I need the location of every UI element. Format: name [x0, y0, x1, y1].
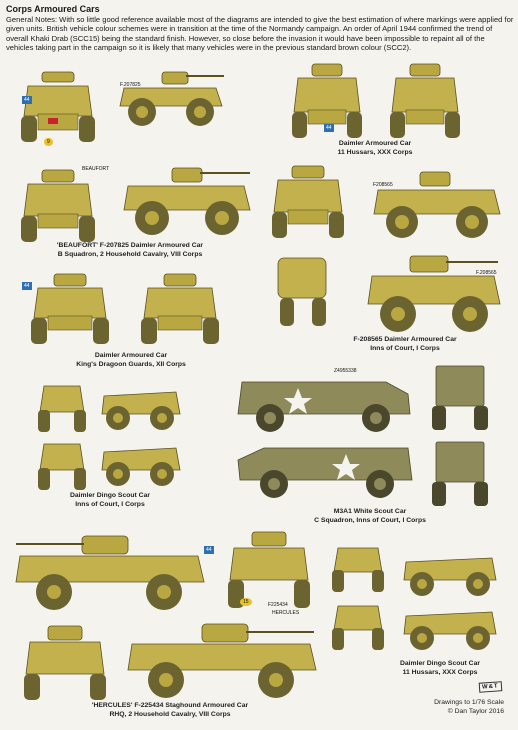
- beaufort-side-view: [123, 167, 251, 235]
- daimler-front-view-1: [21, 71, 95, 142]
- m3a1-front-view: [432, 365, 488, 430]
- m3a1-side-view-bottom: [237, 447, 413, 498]
- m3a1-rear-view: [432, 441, 488, 506]
- caption-hercules: 'HERCULES' F-225434 Staghound Armoured C…: [91, 702, 249, 718]
- m3a1-serial-marking: Z4955338: [334, 368, 357, 374]
- dingo-11h-side-view: [403, 557, 497, 596]
- bridge-class-15: 15: [240, 598, 252, 606]
- caption-dingo-ioc: Daimler Dingo Scout Car Inns of Court, I…: [69, 492, 151, 508]
- daimler-f208565-second-side-view: [277, 255, 501, 332]
- dingo-ioc-rear-view: [38, 385, 86, 432]
- daimler-rear-view-2: [390, 63, 460, 138]
- dingo-ioc-front-view: [38, 443, 86, 490]
- unit-sign-44: 44: [204, 546, 214, 554]
- beaufort-name-marking: BEAUFORT: [82, 166, 110, 172]
- caption-beaufort: 'BEAUFORT' F-207825 Daimler Armoured Car…: [56, 242, 204, 258]
- staghound-side-view-top: [15, 535, 205, 610]
- daimler-side-view-1: [119, 71, 224, 126]
- beaufort-front-view: [21, 169, 95, 242]
- hercules-name-marking: HERCULES: [272, 610, 300, 616]
- general-notes: General Notes: With so little good refer…: [6, 15, 514, 53]
- credit-block: Drawings to 1/76 Scale © Dan Taylor 2016: [434, 698, 504, 716]
- daimler-f208565-side-view: [373, 171, 501, 238]
- dingo-11h-side-view-2: [403, 611, 497, 650]
- daimler-kdg-rear-view: [31, 273, 109, 344]
- unit-sign-44: 44: [22, 282, 32, 290]
- m3a1-side-view-top: [237, 381, 411, 432]
- daimler-front-view-2: [292, 63, 362, 138]
- copyright: © Dan Taylor 2016: [447, 708, 504, 715]
- sheet-title: Corps Armoured Cars: [6, 4, 100, 14]
- caption-dingo-11-hussars: Daimler Dingo Scout Car 11 Hussars, XXX …: [399, 660, 481, 676]
- dingo-ioc-side-view-2: [101, 447, 181, 486]
- dingo-11h-rear-view: [332, 605, 384, 650]
- dingo-ioc-side-view: [101, 391, 181, 430]
- staghound-front-view: [24, 625, 106, 700]
- unit-sign-44: 44: [324, 124, 334, 132]
- staghound-side-view-bottom: [127, 623, 317, 698]
- unit-sign-44: 44: [22, 96, 32, 104]
- staghound-serial-marking: F225434: [268, 602, 288, 608]
- bridge-class-9: 9: [44, 138, 53, 146]
- caption-f208565: F-208565 Daimler Armoured Car Inns of Co…: [353, 336, 457, 352]
- scale-note: Drawings to 1/76 Scale: [434, 699, 504, 706]
- publisher-logo: W&T: [479, 681, 503, 693]
- staghound-rear-view: [228, 531, 310, 608]
- daimler-kdg-front-view: [141, 273, 219, 344]
- caption-m3a1: M3A1 White Scout Car C Squadron, Inns of…: [314, 508, 426, 524]
- serial-marking-f208565: F208565: [373, 182, 393, 188]
- dingo-11h-front-view: [332, 547, 384, 592]
- daimler-f208565-front-view: [272, 165, 344, 238]
- serial-marking-f208565-b: F.208565: [476, 270, 497, 276]
- caption-daimler-kdg: Daimler Armoured Car King's Dragoon Guar…: [76, 352, 186, 368]
- caption-daimler-11-hussars: Daimler Armoured Car 11 Hussars, XXX Cor…: [337, 140, 413, 156]
- serial-marking: F.207825: [120, 82, 141, 88]
